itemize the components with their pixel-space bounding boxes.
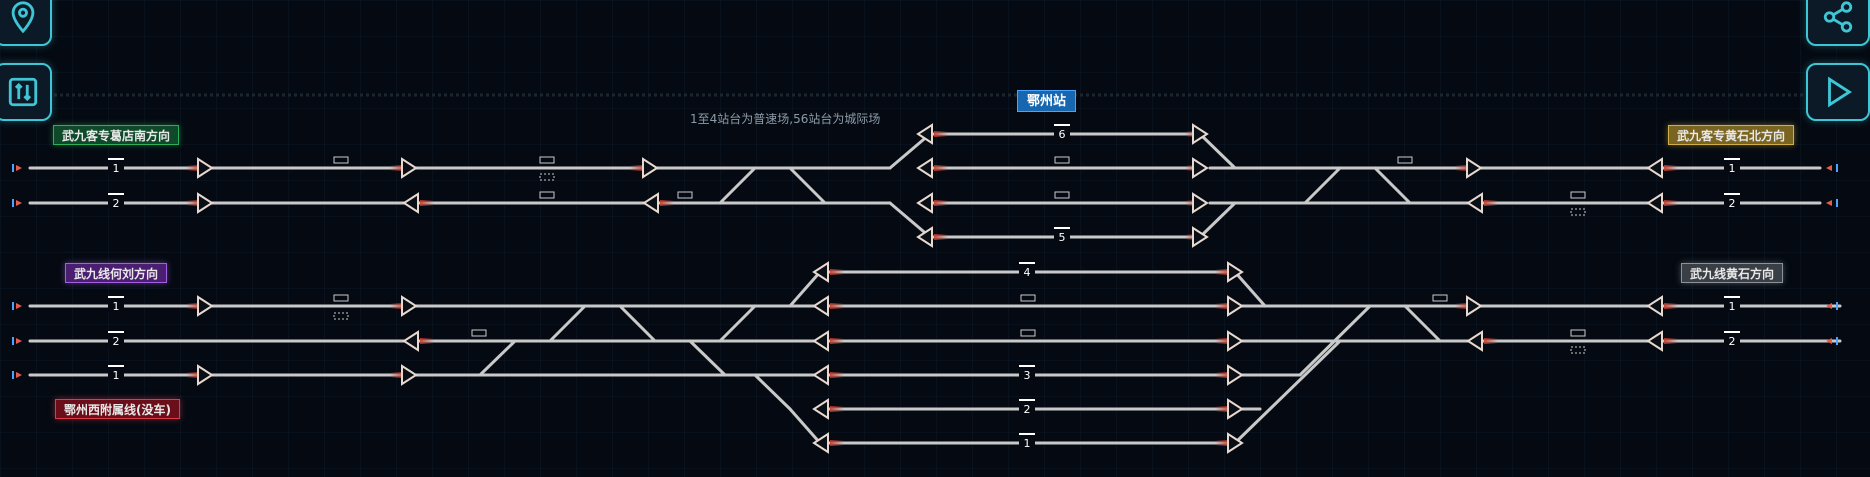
signals-left	[402, 123, 1678, 454]
signal-left[interactable]	[402, 330, 434, 352]
signal-right[interactable]	[1215, 432, 1244, 454]
signal-right[interactable]	[630, 157, 659, 179]
signal-right[interactable]	[1185, 123, 1209, 145]
signal-left[interactable]	[1646, 330, 1678, 352]
track-end-markers	[12, 164, 1838, 379]
signal-right[interactable]	[1185, 157, 1209, 179]
adjust-button[interactable]	[0, 63, 52, 121]
platform-2-label: 2	[1024, 403, 1031, 416]
signal-left[interactable]	[1646, 295, 1678, 317]
signal-right[interactable]	[390, 157, 418, 179]
location-button[interactable]	[0, 0, 52, 46]
direction-label-mid-left: 武九线何刘方向	[65, 263, 168, 283]
platform-5-label: 5	[1059, 231, 1066, 244]
signal-left[interactable]	[1466, 330, 1498, 352]
track-num: 2	[113, 335, 120, 348]
track-num: 1	[1729, 300, 1736, 313]
station-note: 1至4站台为普速场,56站台为城际场	[690, 112, 881, 126]
sliders-icon	[8, 77, 38, 107]
share-button[interactable]	[1806, 0, 1870, 46]
platform-3-label: 3	[1024, 369, 1031, 382]
signal-right[interactable]	[390, 295, 418, 317]
play-icon	[1828, 76, 1852, 108]
signal-right[interactable]	[186, 364, 214, 386]
signal-right[interactable]	[1455, 157, 1483, 179]
signal-right[interactable]	[1215, 398, 1244, 420]
direction-label-bottom-left: 鄂州西附属线(没车)	[55, 399, 180, 419]
signal-left[interactable]	[916, 123, 948, 145]
direction-label-top-right: 武九客专黄石北方向	[1668, 125, 1795, 145]
track-num: 2	[1729, 197, 1736, 210]
signal-right[interactable]	[1455, 295, 1483, 317]
signal-right[interactable]	[186, 157, 214, 179]
signal-right[interactable]	[186, 192, 214, 214]
direction-label-mid-right: 武九线黄石方向	[1681, 263, 1784, 283]
track-circuit-indicators	[333, 156, 1586, 354]
signal-left[interactable]	[642, 192, 674, 214]
signal-left[interactable]	[916, 226, 948, 248]
signal-left[interactable]	[812, 330, 844, 352]
track-lines	[28, 132, 1842, 445]
signal-left[interactable]	[1646, 192, 1678, 214]
direction-label-top-left: 武九客专葛店南方向	[53, 125, 180, 145]
signal-left[interactable]	[1466, 192, 1498, 214]
signal-left[interactable]	[812, 364, 844, 386]
signal-left[interactable]	[812, 261, 844, 283]
platform-1-label: 1	[1024, 437, 1031, 450]
share-icon	[1823, 1, 1853, 33]
track-num: 1	[113, 369, 120, 382]
signals-right	[186, 123, 1483, 454]
signal-right[interactable]	[1185, 192, 1209, 214]
map-pin-icon	[11, 1, 35, 34]
track-num: 2	[113, 197, 120, 210]
play-button[interactable]	[1806, 63, 1870, 121]
signal-left[interactable]	[916, 157, 948, 179]
platform-4-label: 4	[1024, 266, 1031, 279]
signal-left[interactable]	[812, 432, 844, 454]
track-num: 1	[1729, 162, 1736, 175]
signal-right[interactable]	[186, 295, 214, 317]
signal-right[interactable]	[390, 364, 418, 386]
track-number-bars	[108, 124, 1740, 435]
signal-right[interactable]	[1215, 330, 1244, 352]
signal-left[interactable]	[1646, 157, 1678, 179]
track-numbers: 1 2 1 2 1 2 1 1 2 6 5 4 3 2 1	[108, 127, 1740, 450]
signal-left[interactable]	[916, 192, 948, 214]
track-num: 1	[113, 300, 120, 313]
station-name: 鄂州站	[1017, 90, 1077, 112]
signal-left[interactable]	[812, 398, 844, 420]
signal-left[interactable]	[402, 192, 434, 214]
signal-right[interactable]	[1215, 295, 1244, 317]
platform-6-label: 6	[1059, 128, 1066, 141]
track-num: 1	[113, 162, 120, 175]
signal-left[interactable]	[812, 295, 844, 317]
signal-right[interactable]	[1185, 226, 1209, 248]
signal-right[interactable]	[1215, 364, 1244, 386]
signal-right[interactable]	[1215, 261, 1244, 283]
track-num: 2	[1729, 335, 1736, 348]
